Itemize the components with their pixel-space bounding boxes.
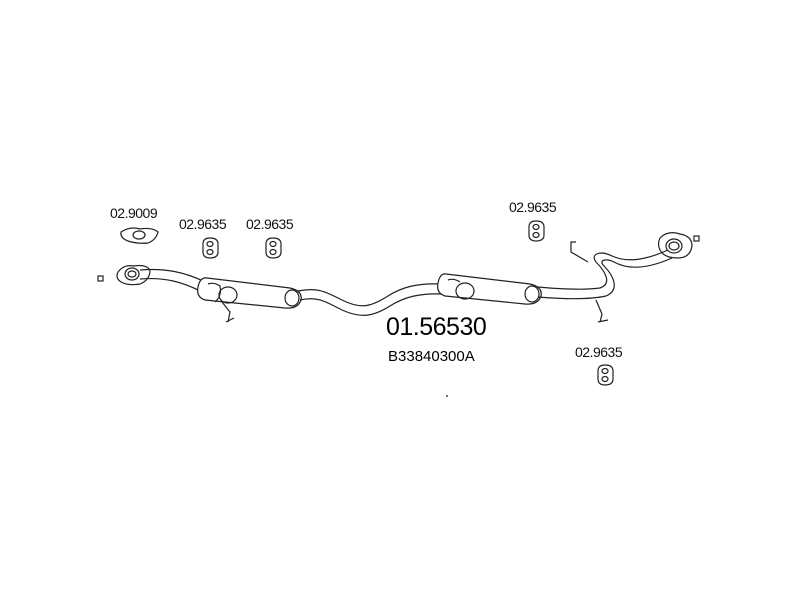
label-hanger-4: 02.9635 <box>575 344 623 360</box>
hanger-rubber-part-3 <box>528 220 545 242</box>
label-hanger-3: 02.9635 <box>509 199 557 215</box>
oem-part-code: B33840300A <box>388 348 475 365</box>
exhaust-pipe-assembly <box>116 232 693 323</box>
gasket-02-9009-part <box>120 227 159 244</box>
hanger-rubber-part-2 <box>265 237 282 259</box>
label-hanger-1: 02.9635 <box>179 216 227 232</box>
hanger-rubber-part-1 <box>202 237 219 259</box>
hanger-rubber-part-4 <box>597 364 614 386</box>
label-gasket-02-9009: 02.9009 <box>110 205 158 221</box>
label-hanger-2: 02.9635 <box>246 216 294 232</box>
left-end-marker <box>97 275 104 282</box>
right-end-marker <box>693 235 700 242</box>
main-part-code: 01.56530 <box>386 313 487 341</box>
center-dot <box>446 395 448 397</box>
